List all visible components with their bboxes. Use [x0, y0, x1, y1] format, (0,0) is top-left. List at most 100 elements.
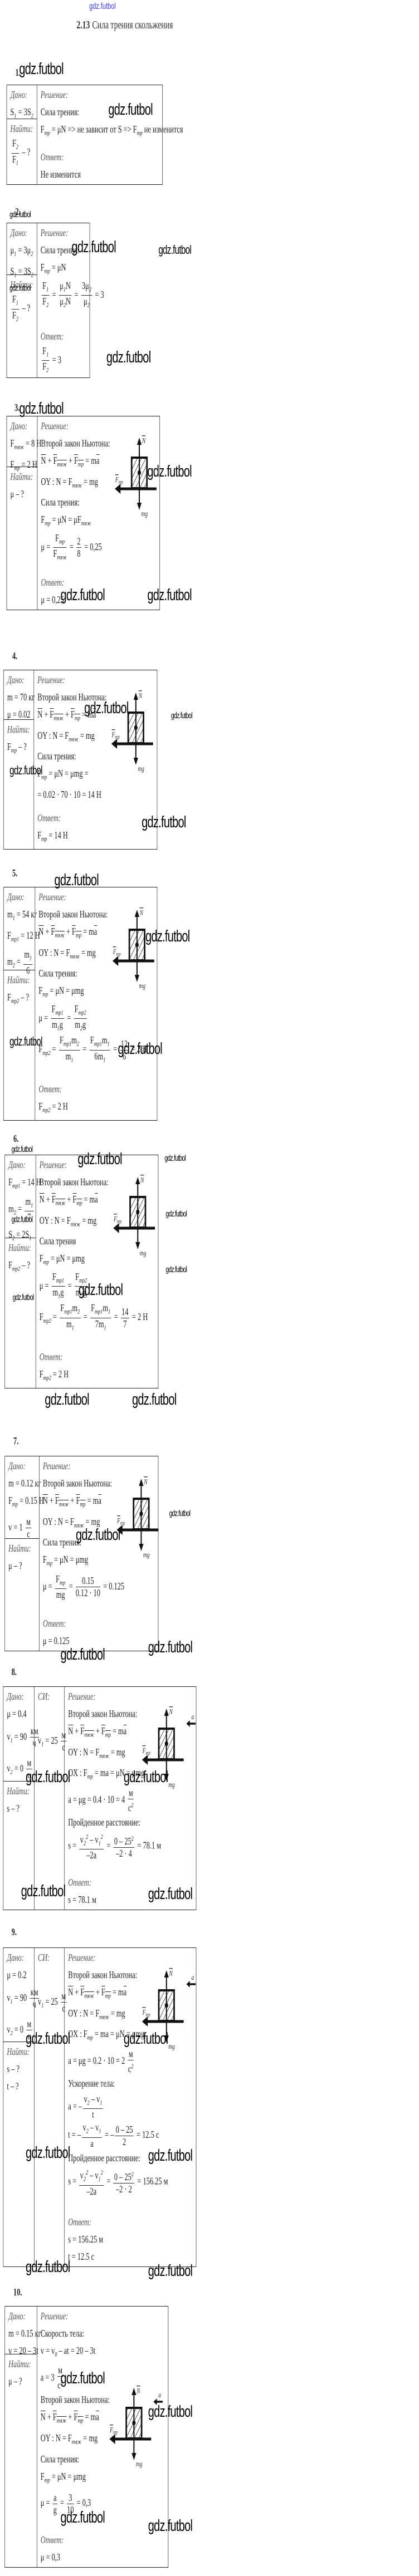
given-value: Fтр = 2 Н — [10, 458, 37, 472]
solution-line: Пройденное расстояние: — [68, 1816, 140, 1828]
si-label: СИ: — [37, 1691, 50, 1702]
acceleration-label: a — [191, 1974, 194, 1981]
answer-value: Fтр2 = 2 Н — [38, 1101, 68, 1114]
problem-number: 3. — [14, 402, 20, 413]
solution-line: = 0.02 · 70 · 10 = 14 Н — [37, 788, 101, 800]
answer-label: Ответ: — [38, 1083, 62, 1095]
find-label: Найти: — [7, 724, 30, 735]
given-value: v = 20 – 3t — [8, 2345, 38, 2356]
friction-force-arrow-icon — [112, 956, 119, 966]
find-value: Fтр – ? — [7, 741, 27, 754]
answer-value: Не изменится — [40, 169, 81, 180]
solution-line: Пройденное расстояние: — [68, 2152, 140, 2163]
normal-force-arrow-icon — [135, 1177, 140, 1184]
solution-line: s = v22 – v12–2a = 0 – 252–2 · 4 = 78.1 … — [68, 1831, 192, 1862]
center-of-mass-dot — [135, 942, 139, 948]
watermark: gdz.futbol — [148, 2262, 193, 2280]
watermark: gdz.futbol — [19, 400, 64, 418]
friction-force-label: F — [142, 2008, 146, 2016]
friction-force-label: F — [115, 475, 119, 484]
given-value: S1 = 3S2 — [10, 265, 33, 279]
find-value: s – ? — [7, 2063, 20, 2074]
watermark: gdz.futbol — [9, 210, 31, 219]
site-logo[interactable]: gdz.futbol — [89, 2, 116, 11]
find-section: Найти:s – ? — [3, 1782, 34, 1818]
given-value: m = 0.12 кг — [8, 1478, 41, 1489]
watermark: gdz.futbol — [54, 871, 99, 889]
problem-number: 7. — [13, 1435, 19, 1446]
svg-text:Fтр: Fтр — [109, 2425, 118, 2435]
acceleration-arrow-svg: a — [186, 1712, 196, 1727]
gravity-arrow-icon — [164, 1774, 169, 1781]
svg-text:Fтр: Fтр — [111, 730, 120, 740]
solution-column: Решение:Второй закон Ньютона:N + Fтяж + … — [65, 1687, 196, 1910]
answer-section: Ответ:Fтр = 14 Н — [37, 809, 153, 848]
friction-force-label: F — [142, 1746, 146, 1755]
solution-line: OY : N = Fтяж = mg — [42, 1515, 100, 1529]
solution-line: Fтр = μN = μmg — [42, 1554, 89, 1567]
answer-value: s = 78.1 м — [68, 1894, 96, 1905]
section-title: Сила трения скольжения — [92, 19, 173, 31]
find-section: Найти: Fтр – ? — [4, 720, 34, 760]
find-section: Найти:μ – ? — [7, 467, 37, 504]
solution-column: Решение:Второй закон Ньютона:N + Fтяж + … — [34, 670, 157, 849]
solution-line: OY : N = Fтяж = mg — [68, 1746, 125, 1760]
gravity-arrow-icon — [164, 2035, 169, 2043]
normal-force-arrow-icon — [139, 1479, 144, 1486]
given-value: μ1 = 3μ2 — [10, 244, 33, 258]
watermark: gdz.futbol — [26, 2258, 70, 2276]
answer-section: Ответ:Не изменится — [41, 149, 183, 183]
find-label: Найти: — [7, 2046, 30, 2057]
solution-line: OY : N = Fтяж = mg — [41, 475, 98, 489]
watermark: gdz.futbol — [9, 763, 42, 777]
solution-line: Второй закон Ньютона: — [37, 691, 107, 703]
answer-label: Ответ: — [41, 577, 65, 588]
watermark: gdz.futbol — [145, 928, 190, 945]
solution-line: Второй закон Ньютона: — [39, 1176, 109, 1188]
gravity-arrow-icon — [139, 1544, 144, 1551]
answer-section: Ответ:μ = 0.125 — [43, 1615, 155, 1650]
answer-value: μ = 0.125 — [42, 1635, 70, 1646]
solution-line: Скорость тела: — [40, 2328, 84, 2339]
normal-force-label: N — [139, 908, 144, 917]
given-label: Дано: — [7, 674, 25, 685]
solution-line: N + Fтяж + Fтр = ma — [40, 2411, 99, 2425]
solution-line: Второй закон Ньютона: — [42, 1478, 112, 1489]
watermark: gdz.futbol — [84, 699, 129, 717]
friction-force-label: F — [111, 730, 115, 739]
given-value: S1 = 3S2 — [10, 106, 33, 120]
find-value: μ – ? — [8, 1560, 22, 1571]
answer-label: Ответ: — [68, 2216, 91, 2227]
given-value: m1 = 54 кг — [7, 909, 37, 922]
watermark: gdz.futbol — [147, 463, 192, 480]
watermark: gdz.futbol — [165, 1265, 187, 1274]
problem-number: 1. — [15, 67, 21, 78]
friction-force-label: F — [116, 1516, 120, 1525]
watermark: gdz.futbol — [147, 586, 192, 604]
solution-line: OY : N = Fтяж = mg — [37, 729, 95, 743]
find-label: Найти: — [8, 2358, 31, 2369]
acceleration-arrow: a — [153, 2390, 163, 2409]
si-spacer — [38, 1966, 61, 1988]
solution-column: Решение:Второй закон Ньютона:N + Fтяж + … — [40, 1456, 158, 1651]
find-label: Найти: — [7, 1785, 30, 1797]
